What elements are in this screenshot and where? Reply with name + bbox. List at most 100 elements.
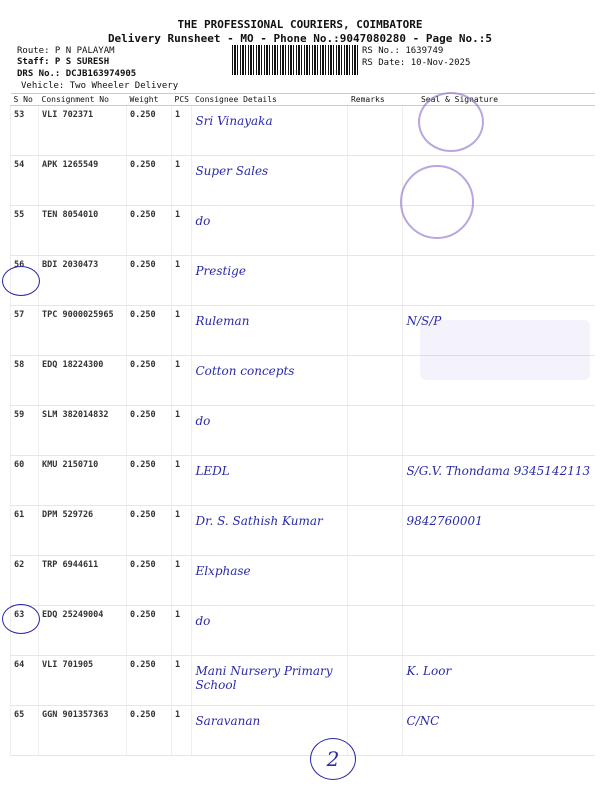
row-sno: 59 [10,405,39,456]
consignee-details: Super Sales [191,155,348,206]
col-remarks: Remarks [347,93,403,106]
page-mark: 2 [310,738,356,780]
consignment-number: SLM 382014832 [38,405,127,456]
pieces: 1 [170,105,192,156]
company-stamp [418,92,484,152]
remarks [347,105,403,156]
remarks [347,605,403,656]
col-consignee: Consignee Details [191,93,348,106]
consignee-details: LEDL [191,455,348,506]
handwritten-circle-65 [2,604,40,634]
consignee-details: do [191,605,348,656]
consignment-number: DPM 529726 [38,505,127,556]
row-sno: 64 [10,655,39,706]
seal-signature: N/S/P [402,305,595,356]
consignment-number: GGN 901357363 [38,705,127,756]
consignee-details: do [191,205,348,256]
consignee-details: Dr. S. Sathish Kumar [191,505,348,556]
consignee-details: do [191,405,348,456]
consignee-details: Cotton concepts [191,355,348,406]
consignment-number: APK 1265549 [38,155,127,206]
seal-signature [402,405,595,456]
pieces: 1 [170,205,192,256]
remarks [347,405,403,456]
consignment-number: EDQ 25249004 [38,605,127,656]
row-sno: 53 [10,105,39,156]
remarks [347,455,403,506]
weight: 0.250 [126,205,172,256]
weight: 0.250 [126,455,172,506]
rs-date: RS Date: 10-Nov-2025 [362,58,471,68]
pieces: 1 [170,155,192,206]
consignment-number: TRP 6944611 [38,555,127,606]
company-name: THE PROFESSIONAL COURIERS, COIMBATORE [177,18,423,31]
col-weight: Weight [126,93,172,106]
seal-signature: K. Loor [402,655,595,706]
remarks [347,555,403,606]
consignee-details: Elxphase [191,555,348,606]
pieces: 1 [170,605,192,656]
consignment-number: VLI 702371 [38,105,127,156]
rs-number: RS No.: 1639749 [362,46,444,56]
col-consignment: Consignment No [38,93,127,106]
row-sno: 65 [10,705,39,756]
weight: 0.250 [126,655,172,706]
pieces: 1 [170,455,192,506]
route: Route: P N PALAYAM [17,46,115,56]
weight: 0.250 [126,605,172,656]
seal-signature [402,605,595,656]
row-sno: 57 [10,305,39,356]
weight: 0.250 [126,105,172,156]
runsheet-subtitle: Delivery Runsheet - MO - Phone No.:90470… [107,32,493,45]
handwritten-circle-57 [2,266,40,296]
weight: 0.250 [126,705,172,756]
seal-signature [402,555,595,606]
remarks [347,305,403,356]
pieces: 1 [170,405,192,456]
weight: 0.250 [126,355,172,406]
seal-signature: C/NC [402,705,595,756]
row-sno: 58 [10,355,39,406]
row-sno: 55 [10,205,39,256]
seal-signature: S/G.V. Thondama 9345142113 [402,455,595,506]
pieces: 1 [170,305,192,356]
consignment-number: VLI 701905 [38,655,127,706]
consignment-table: S No Consignment No Weight PCS Consignee… [10,93,595,756]
pieces: 1 [170,505,192,556]
col-sno: S No [10,93,39,106]
pieces: 1 [170,655,192,706]
pieces: 1 [170,355,192,406]
table-header: S No Consignment No Weight PCS Consignee… [10,93,595,106]
remarks [347,205,403,256]
staff: Staff: P S SURESH [17,57,110,67]
consignee-details: Sri Vinayaka [191,105,348,156]
pieces: 1 [170,705,192,756]
weight: 0.250 [126,505,172,556]
weight: 0.250 [126,255,172,306]
drs-number: DRS No.: DCJB163974905 [17,69,137,79]
consignment-number: TEN 8054010 [38,205,127,256]
weight: 0.250 [126,555,172,606]
weight: 0.250 [126,305,172,356]
seal-signature [402,355,595,406]
remarks [347,655,403,706]
consignment-number: KMU 2150710 [38,455,127,506]
consignee-details: Prestige [191,255,348,306]
company-stamp [400,165,474,239]
remarks [347,505,403,556]
consignment-number: BDI 2030473 [38,255,127,306]
row-sno: 60 [10,455,39,506]
vehicle: Vehicle: Two Wheeler Delivery [21,81,179,91]
